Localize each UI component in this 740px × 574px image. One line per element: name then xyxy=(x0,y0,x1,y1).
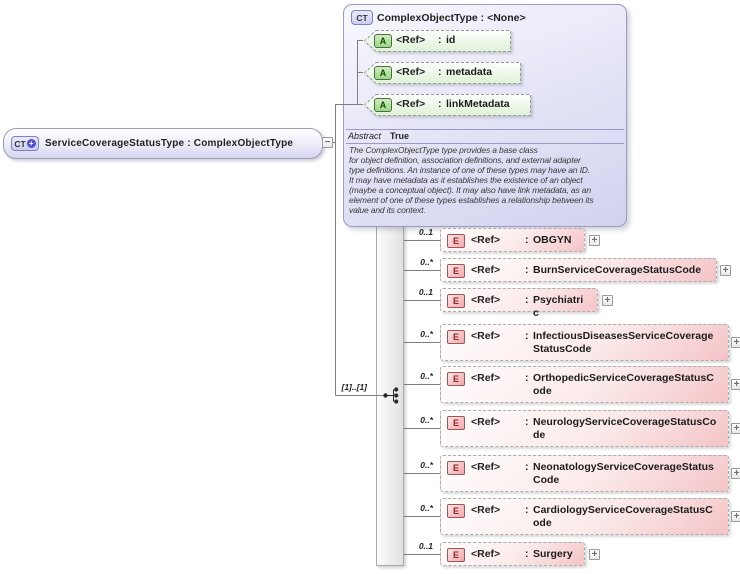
element-icon: E xyxy=(447,294,465,308)
complex-type-icon-label: CT xyxy=(356,12,368,23)
attribute-box-metadata[interactable]: A <Ref> : metadata xyxy=(364,62,521,84)
collapse-toggle-icon[interactable]: − xyxy=(322,137,333,148)
attribute-ref: <Ref> xyxy=(396,34,426,46)
sequence-group-bar[interactable] xyxy=(376,224,404,566)
attribute-box-linkMetadata[interactable]: A <Ref> : linkMetadata xyxy=(364,94,531,116)
base-type-title: ComplexObjectType : <None> xyxy=(377,12,526,24)
attribute-ref: <Ref> xyxy=(396,98,426,110)
element-name: OBGYN xyxy=(533,234,572,246)
attribute-icon: A xyxy=(374,97,392,112)
sequence-cardinality-label: [1]..[1] xyxy=(341,382,368,392)
attribute-icon: A xyxy=(374,33,392,48)
colon: : xyxy=(438,34,442,46)
attribute-shape xyxy=(364,94,531,116)
element-ref: <Ref> xyxy=(471,548,501,560)
element-box-OrthopedicServiceCoverageStatusCode[interactable]: E <Ref> : OrthopedicServiceCoverageStatu… xyxy=(440,366,729,403)
expand-toggle-icon[interactable]: + xyxy=(731,511,740,522)
element-name: InfectiousDiseasesServiceCoverageStatusC… xyxy=(533,330,714,355)
cardinality-label: 0..* xyxy=(420,371,433,381)
complex-type-icon-label: CT xyxy=(14,138,26,149)
element-icon: E xyxy=(447,372,465,386)
element-ref: <Ref> xyxy=(471,461,501,473)
element-icon: E xyxy=(447,461,465,475)
expand-toggle-icon[interactable]: + xyxy=(731,379,740,390)
attribute-name: linkMetadata xyxy=(446,98,510,110)
base-type-box[interactable]: CT ComplexObjectType : <None> A <Ref> : … xyxy=(343,4,627,227)
element-box-BurnServiceCoverageStatusCode[interactable]: E <Ref> : BurnServiceCoverageStatusCode xyxy=(440,258,717,282)
attribute-shape xyxy=(364,62,521,84)
element-name: Psychiatric xyxy=(533,294,584,319)
element-icon: E xyxy=(447,548,465,562)
element-name: OrthopedicServiceCoverageStatusCode xyxy=(533,372,714,397)
element-icon: E xyxy=(447,234,465,248)
element-name: BurnServiceCoverageStatusCode xyxy=(533,264,702,276)
element-box-InfectiousDiseasesServiceCoverageStatusCode[interactable]: E <Ref> : InfectiousDiseasesServiceCover… xyxy=(440,324,729,361)
separator xyxy=(346,142,624,144)
colon: : xyxy=(525,416,529,428)
element-name: NeurologyServiceCoverageStatusCode xyxy=(533,416,717,441)
colon: : xyxy=(438,66,442,78)
element-ref: <Ref> xyxy=(471,330,501,342)
element-ref: <Ref> xyxy=(471,416,501,428)
expand-toggle-icon[interactable]: + xyxy=(589,235,600,246)
element-icon: E xyxy=(447,416,465,430)
expand-toggle-icon[interactable]: + xyxy=(731,337,740,348)
element-icon: E xyxy=(447,264,465,278)
colon: : xyxy=(525,234,529,246)
element-name: CardiologyServiceCoverageStatusCode xyxy=(533,504,713,529)
colon: : xyxy=(525,294,529,306)
expand-toggle-icon[interactable]: + xyxy=(602,295,613,306)
attribute-name: metadata xyxy=(446,66,493,78)
colon: : xyxy=(525,548,529,560)
cardinality-label: 0..* xyxy=(420,415,433,425)
attribute-icon: A xyxy=(374,65,392,80)
plus-icon: + xyxy=(26,139,36,148)
type-description: The ComplexObjectType type provides a ba… xyxy=(349,144,594,215)
colon: : xyxy=(525,461,529,473)
abstract-value: True xyxy=(390,131,410,141)
element-box-OBGYN[interactable]: E <Ref> : OBGYN xyxy=(440,228,585,252)
cardinality-label: 0..* xyxy=(420,503,433,513)
expand-toggle-icon[interactable]: + xyxy=(731,468,740,479)
attribute-ref: <Ref> xyxy=(396,66,426,78)
element-ref: <Ref> xyxy=(471,264,501,276)
expand-toggle-icon[interactable]: + xyxy=(720,265,731,276)
colon: : xyxy=(525,504,529,516)
attribute-box-id[interactable]: A <Ref> : id xyxy=(364,30,511,52)
element-ref: <Ref> xyxy=(471,234,501,246)
element-icon: E xyxy=(447,504,465,518)
colon: : xyxy=(438,98,442,110)
element-ref: <Ref> xyxy=(471,372,501,384)
element-name: NeonatologyServiceCoverageStatusCode xyxy=(533,461,714,486)
colon: : xyxy=(525,372,529,384)
cardinality-label: 0..* xyxy=(420,329,433,339)
attribute-shape xyxy=(364,30,511,52)
element-icon: E xyxy=(447,330,465,344)
root-type-label: ServiceCoverageStatusType : ComplexObjec… xyxy=(45,138,294,149)
complex-type-icon: CT+ xyxy=(11,136,39,151)
colon: : xyxy=(525,264,529,276)
cardinality-label: 0..1 xyxy=(418,287,433,297)
cardinality-label: 0..1 xyxy=(418,227,433,237)
complex-type-icon: CT xyxy=(351,10,373,25)
attribute-name: id xyxy=(446,34,456,46)
cardinality-label: 0..* xyxy=(420,460,433,470)
element-box-NeurologyServiceCoverageStatusCode[interactable]: E <Ref> : NeurologyServiceCoverageStatus… xyxy=(440,410,729,447)
separator xyxy=(346,129,624,130)
expand-toggle-icon[interactable]: + xyxy=(589,549,600,560)
cardinality-label: 0..1 xyxy=(418,541,433,551)
element-box-NeonatologyServiceCoverageStatusCode[interactable]: E <Ref> : NeonatologyServiceCoverageStat… xyxy=(440,455,729,492)
element-box-Psychiatric[interactable]: E <Ref> : Psychiatric xyxy=(440,288,598,319)
element-ref: <Ref> xyxy=(471,504,501,516)
element-box-CardiologyServiceCoverageStatusCode[interactable]: E <Ref> : CardiologyServiceCoverageStatu… xyxy=(440,498,729,535)
root-type-box[interactable]: CT+ ServiceCoverageStatusType : ComplexO… xyxy=(3,128,323,159)
expand-toggle-icon[interactable]: + xyxy=(731,423,740,434)
element-box-Surgery[interactable]: E <Ref> : Surgery xyxy=(440,542,585,566)
element-ref: <Ref> xyxy=(471,294,501,306)
abstract-label: Abstract xyxy=(348,131,382,141)
cardinality-label: 0..* xyxy=(420,257,433,267)
element-name: Surgery xyxy=(533,548,573,560)
colon: : xyxy=(525,330,529,342)
